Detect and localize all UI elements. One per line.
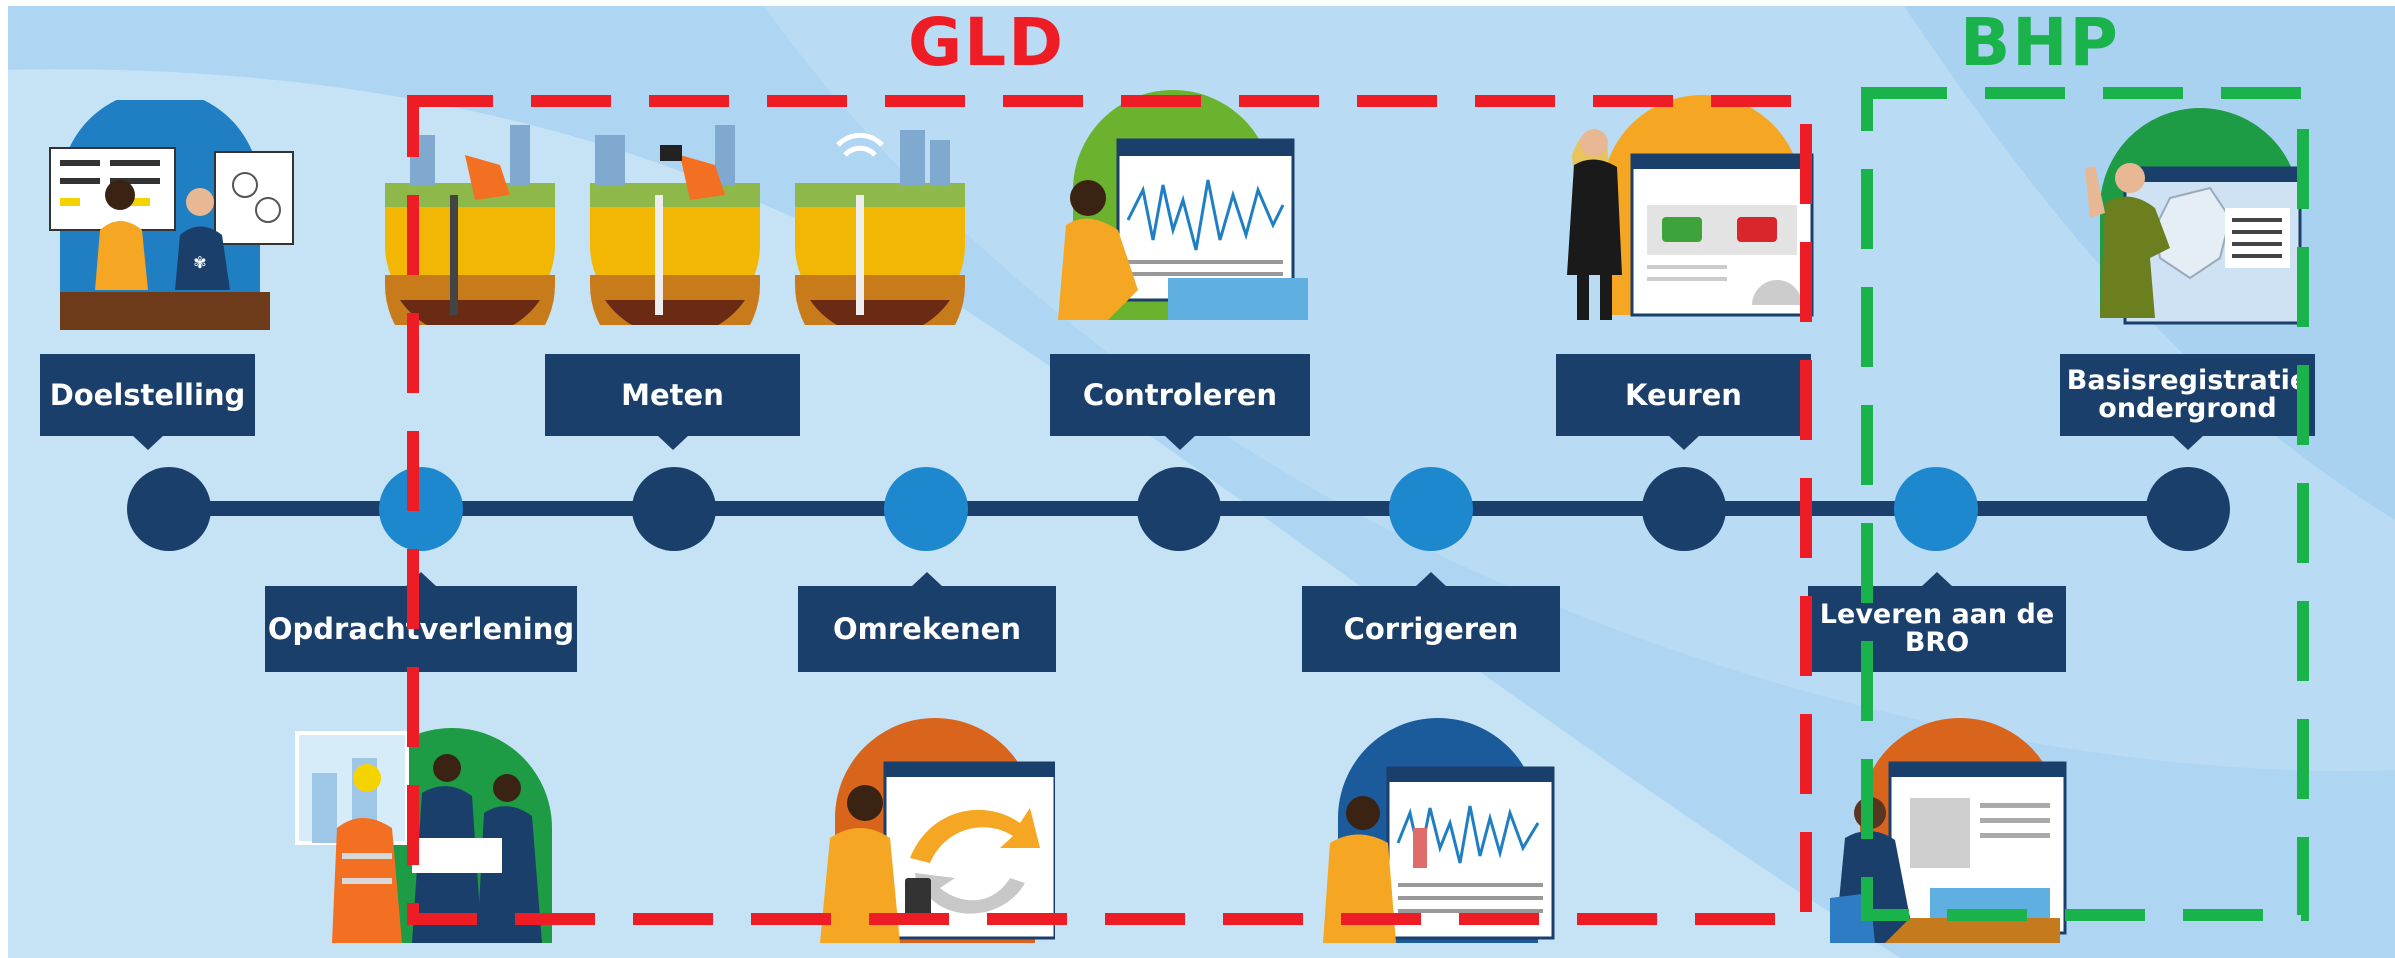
step-label-keuren: Keuren	[1556, 354, 1811, 450]
step-label-doelstelling: Doelstelling	[40, 354, 255, 450]
meeting-scene-icon: ✾	[49, 100, 294, 330]
timeline-node-doelstelling	[127, 467, 211, 551]
timeline-node-corrigeren	[1389, 467, 1473, 551]
timeline-node-keuren	[1642, 467, 1726, 551]
step-text: Omrekenen	[833, 611, 1021, 646]
timeline-node-controleren	[1137, 467, 1221, 551]
timeline-node-leveren	[1894, 467, 1978, 551]
timeline-node-opdrachtverlening	[379, 467, 463, 551]
step-label-basisregistratie: Basisregistratie ondergrond	[2060, 354, 2315, 450]
svg-text:✾: ✾	[193, 253, 206, 272]
step-text: Meten	[621, 377, 724, 412]
step-label-meten: Meten	[545, 354, 800, 450]
step-text: Corrigeren	[1343, 611, 1519, 646]
step-label-omrekenen: Omrekenen	[798, 572, 1056, 672]
step-text: Keuren	[1625, 377, 1742, 412]
approval-scene-icon	[1567, 95, 1814, 320]
timeline-node-meten	[632, 467, 716, 551]
bhp-dashed-border	[1861, 87, 2309, 921]
bhp-title: BHP	[1960, 4, 2120, 81]
timeline-node-omrekenen	[884, 467, 968, 551]
handshake-scene-icon	[295, 728, 552, 943]
gld-title: GLD	[908, 4, 1066, 81]
step-label-corrigeren: Corrigeren	[1302, 572, 1560, 672]
step-label-leveren: Leveren aan de BRO	[1808, 572, 2066, 672]
gld-dashed-border	[407, 95, 1812, 925]
step-text-line1: Basisregistratie	[2066, 364, 2309, 396]
step-label-controleren: Controleren	[1050, 354, 1310, 450]
step-text-line1: Leveren aan de	[1819, 598, 2055, 630]
step-label-opdrachtverlening: Opdrachtverlening	[265, 572, 577, 672]
step-text-line2: ondergrond	[2098, 393, 2277, 424]
step-text: Opdrachtverlening	[267, 611, 575, 646]
step-text-line2: BRO	[1904, 627, 1970, 658]
soil-measure-icon	[385, 125, 965, 325]
step-text: Doelstelling	[49, 377, 246, 412]
map-scene-icon	[2085, 108, 2302, 325]
step-text: Controleren	[1082, 377, 1278, 412]
timeline-node-basisregistratie	[2146, 467, 2230, 551]
control-graph-icon	[1058, 90, 1308, 320]
